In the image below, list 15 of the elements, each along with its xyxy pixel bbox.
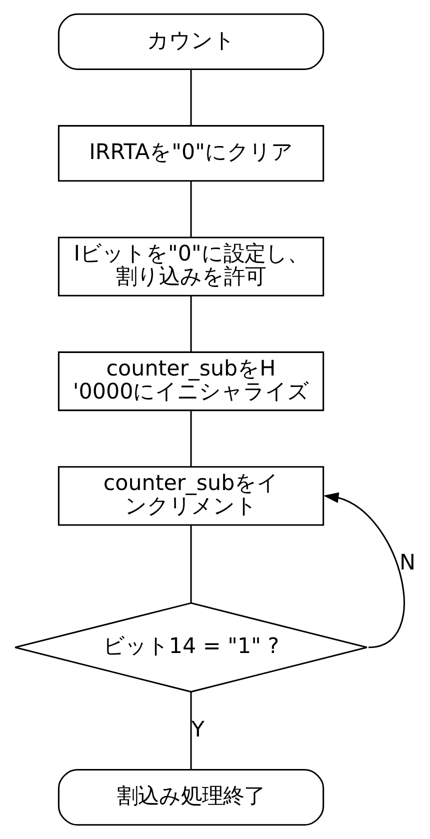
arrow <box>322 492 404 648</box>
connector <box>190 525 192 603</box>
connector <box>190 180 192 238</box>
node-box: IRRTAを"0"にクリア <box>57 125 324 182</box>
node-box: counter_subをH'0000にイニシャライズ <box>57 351 324 412</box>
node-box: 割込み処理終了 <box>57 769 324 826</box>
node-diamond: ビット14 = "1" ? <box>14 602 368 693</box>
connector <box>190 692 192 770</box>
node-box: counter_subをインクリメント <box>57 466 324 526</box>
node-box: カウント <box>57 13 324 70</box>
edge-label: N <box>398 550 415 576</box>
connector <box>190 410 192 467</box>
connector <box>190 70 192 126</box>
connector <box>190 296 192 352</box>
node-box: Iビットを"0"に設定し、割り込みを許可 <box>57 236 324 296</box>
